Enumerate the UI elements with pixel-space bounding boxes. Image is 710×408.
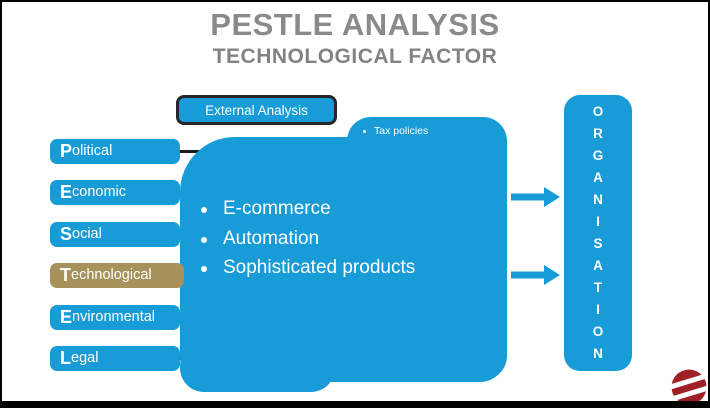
organisation-letter: T	[593, 280, 603, 296]
organisation-letter: I	[596, 302, 600, 318]
factor-initial: L	[60, 348, 71, 368]
page-title: PESTLE ANALYSIS	[210, 7, 500, 42]
brand-logo-icon	[667, 369, 708, 401]
external-analysis-label: External Analysis	[205, 102, 308, 118]
organisation-letter: O	[592, 324, 604, 340]
organisation-letter: R	[593, 126, 603, 142]
stacked-panel-edge	[180, 342, 335, 392]
organisation-letter: N	[593, 346, 603, 362]
factor-initial: T	[60, 265, 71, 285]
factor-initial: P	[60, 141, 73, 161]
page-subtitle: TECHNOLOGICAL FACTOR	[212, 45, 498, 68]
external-analysis-tag: External Analysis	[176, 95, 337, 125]
organisation-letter: G	[592, 148, 604, 164]
factor-initial: S	[60, 224, 73, 244]
factor-label: olitical	[72, 143, 113, 159]
organisation-letter: I	[596, 214, 600, 230]
connector-line	[162, 150, 210, 153]
arrow-right-icon	[511, 187, 560, 207]
factor-initial: E	[60, 307, 73, 327]
factor-label: ocial	[72, 226, 102, 242]
factor-label: conomic	[72, 184, 127, 200]
factor-label: echnological	[71, 267, 152, 283]
organisation-letter: A	[593, 170, 603, 186]
detail-bullet-item: Sophisticated products	[199, 257, 415, 279]
organisation-letter: O	[592, 104, 604, 119]
arrow-right-icon	[511, 265, 560, 285]
organisation-letter: N	[593, 192, 603, 208]
detail-bullet-item: Automation	[199, 228, 415, 250]
organisation-letter: A	[593, 258, 603, 274]
background-detail-item: Tax policies	[361, 125, 428, 137]
technological-detail-panel	[180, 137, 506, 382]
factor-initial: E	[60, 182, 73, 202]
factor-label: nvironmental	[72, 309, 156, 325]
organisation-letter: S	[593, 236, 603, 252]
factor-label: egal	[71, 350, 99, 366]
detail-bullet-item: E-commerce	[199, 198, 415, 220]
